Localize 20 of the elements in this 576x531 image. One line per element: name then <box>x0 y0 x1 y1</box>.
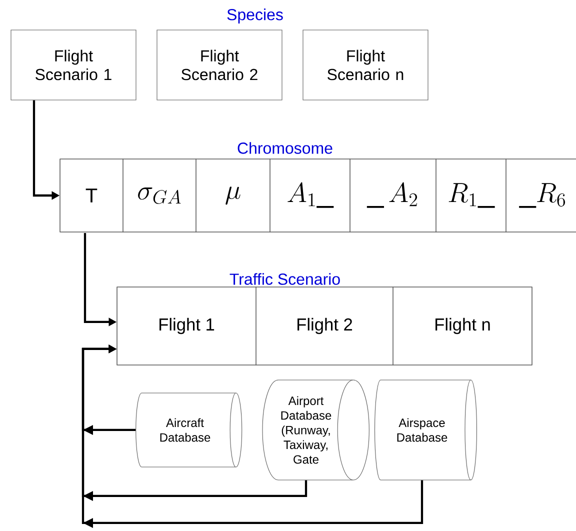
gene-cell: T <box>60 158 124 232</box>
group-heading: Species <box>227 8 283 24</box>
gene-cell: $A_{1}\_$ <box>270 158 350 232</box>
gene-cell: Flight n <box>392 286 532 366</box>
gene-cell: Flight 2 <box>256 286 394 366</box>
gene-cell: $\_\,A_{2}$ <box>350 158 436 232</box>
database-cylinder: Airport Database (Runway, Taxiway, Gate <box>262 380 370 480</box>
gene-cell: $\sigma_{GA}$ <box>122 158 196 232</box>
gene-cell: $\_R_{6}$ <box>506 158 576 232</box>
database-cylinder: Airspace Database <box>374 380 478 480</box>
scenario-box: Flight Scenario 2 <box>156 30 282 100</box>
gene-cell: Flight 1 <box>116 286 256 366</box>
scenario-box: Flight Scenario n <box>302 30 428 100</box>
group-heading: Traffic Scenario <box>230 273 340 285</box>
database-cylinder: Aircraft Database <box>136 392 242 468</box>
group-heading: Chromosome <box>238 142 332 154</box>
scenario-box: Flight Scenario 1 <box>10 30 136 100</box>
gene-cell: $\mu$ <box>196 158 270 232</box>
gene-cell: $R_{1}\_$ <box>436 158 506 232</box>
arrow <box>82 344 424 528</box>
